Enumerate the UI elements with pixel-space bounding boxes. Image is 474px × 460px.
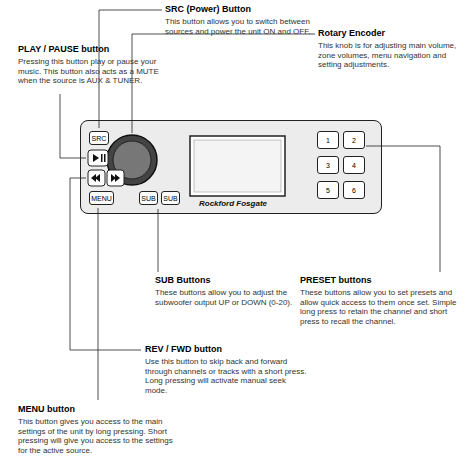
rev-icon bbox=[91, 174, 100, 182]
button-label: 5 bbox=[326, 187, 330, 194]
button-label: SRC bbox=[92, 135, 107, 142]
callout-description: This button allows you to switch between… bbox=[165, 17, 330, 36]
play-pause-button bbox=[88, 150, 108, 166]
unit-button: SUB bbox=[161, 191, 180, 205]
display-inner bbox=[194, 140, 281, 192]
callout-heading: SRC (Power) Button bbox=[165, 4, 330, 15]
callout-description: Pressing this button play or pause your … bbox=[18, 57, 166, 86]
leader-line bbox=[98, 208, 99, 400]
leader-line bbox=[132, 34, 315, 133]
leader-line bbox=[60, 94, 86, 158]
leader-line bbox=[158, 209, 159, 272]
unit-button: 1 bbox=[317, 131, 339, 149]
button-label: 2 bbox=[352, 137, 356, 144]
callout-description: This knob is for adjusting main volume, … bbox=[318, 41, 468, 70]
play-pause-icon bbox=[93, 154, 106, 162]
leader-line bbox=[366, 146, 440, 272]
unit-button: SUB bbox=[139, 191, 158, 205]
head-unit-faceplate: Rockford Fosgate SRC MENU SUB SUB 1 2 3 4 5 6 bbox=[80, 120, 382, 214]
unit-button: MENU bbox=[89, 191, 114, 205]
button-label: 6 bbox=[352, 187, 356, 194]
fwd-icon bbox=[111, 174, 120, 182]
rotary-knob-ring bbox=[107, 135, 157, 185]
unit-button: 3 bbox=[317, 156, 339, 174]
button-label: SUB bbox=[141, 195, 155, 202]
unit-button: 5 bbox=[317, 181, 339, 199]
callout-description: These buttons allow you to set presets a… bbox=[300, 288, 465, 326]
callout-heading: PRESET buttons bbox=[300, 275, 465, 286]
button-label: 3 bbox=[326, 162, 330, 169]
callout-heading: SUB Buttons bbox=[155, 275, 293, 286]
fwd-button bbox=[107, 170, 124, 186]
callout-heading: Rotary Encoder bbox=[318, 28, 468, 39]
callout-heading: MENU button bbox=[18, 404, 173, 415]
unit-button: 4 bbox=[343, 156, 365, 174]
brand-logo: Rockford Fosgate bbox=[199, 199, 267, 208]
unit-button: SRC bbox=[89, 131, 109, 145]
button-label: 4 bbox=[352, 162, 356, 169]
callout-description: Use this button to skip back and forward… bbox=[145, 357, 310, 395]
callout-heading: PLAY / PAUSE button bbox=[18, 44, 166, 55]
callout-description: These buttons allow you to adjust the su… bbox=[155, 288, 293, 307]
display-screen bbox=[190, 136, 285, 196]
callout-description: This button gives you access to the main… bbox=[18, 417, 173, 455]
callout-heading: REV / FWD button bbox=[145, 344, 310, 355]
button-label: MENU bbox=[91, 195, 112, 202]
front-plate bbox=[80, 120, 382, 214]
unit-button: 6 bbox=[343, 181, 365, 199]
rev-button bbox=[88, 170, 105, 186]
button-label: 1 bbox=[326, 137, 330, 144]
unit-button: 2 bbox=[343, 131, 365, 149]
button-label: SUB bbox=[163, 195, 177, 202]
